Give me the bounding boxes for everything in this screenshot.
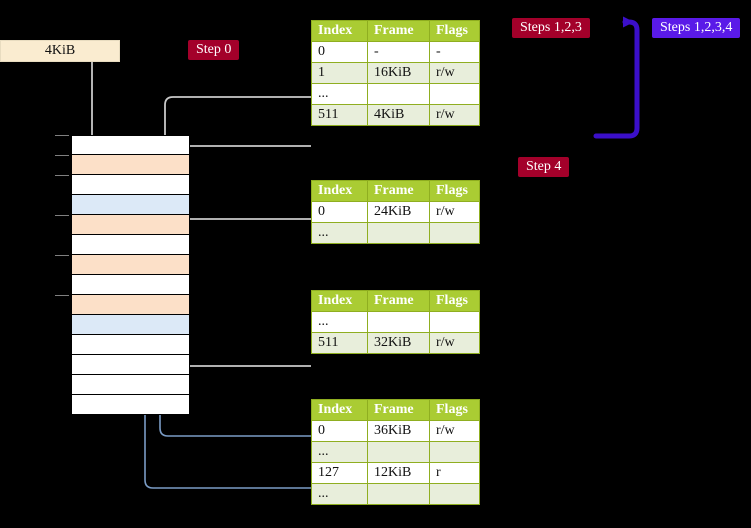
memory-frame-row: [71, 255, 190, 275]
column-header-flags: Flags: [429, 290, 480, 312]
cell-frame: 32KiB: [367, 332, 430, 354]
cell-frame: -: [367, 41, 430, 63]
table-row: 0--: [311, 41, 480, 63]
memory-frame-row: [71, 355, 190, 375]
physical-memory-column: [55, 135, 190, 415]
cell-frame: 12KiB: [367, 462, 430, 484]
table-row: ...: [311, 483, 480, 505]
table-row: ...: [311, 311, 480, 333]
cell-flags: r/w: [429, 201, 480, 223]
column-header-frame: Frame: [367, 399, 430, 421]
wire-t1row0-to-memory: [175, 218, 311, 255]
label-step-4: Step 4: [518, 157, 570, 177]
page-size-box: 4KiB: [0, 40, 120, 62]
label-steps-1-2-3-4: Steps 1,2,3,4: [652, 18, 741, 38]
column-header-index: Index: [311, 290, 368, 312]
cell-index: ...: [311, 83, 368, 105]
cell-index: 1: [311, 62, 368, 84]
column-header-flags: Flags: [429, 399, 480, 421]
cell-index: 0: [311, 201, 368, 223]
memory-frame-row: [71, 335, 190, 355]
table-row: ...: [311, 441, 480, 463]
memory-frame-row: [71, 235, 190, 255]
cell-index: 0: [311, 420, 368, 442]
column-header-index: Index: [311, 180, 368, 202]
memory-frame-row: [71, 155, 190, 175]
cell-flags: [429, 222, 480, 244]
memory-tick-mark: [55, 155, 69, 156]
memory-tick-mark: [55, 135, 69, 136]
memory-frame-row: [71, 195, 190, 215]
memory-frame-row: [71, 275, 190, 295]
cell-flags: r/w: [429, 332, 480, 354]
memory-frame-row: [71, 175, 190, 195]
cell-index: ...: [311, 483, 368, 505]
cell-frame: 24KiB: [367, 201, 430, 223]
label-steps-1-2-3: Steps 1,2,3: [512, 18, 590, 38]
column-header-frame: Frame: [367, 180, 430, 202]
column-header-index: Index: [311, 399, 368, 421]
purple-loop-arrow: [593, 16, 640, 139]
cell-index: 511: [311, 104, 368, 126]
memory-frame-row: [71, 295, 190, 315]
cell-frame: [367, 222, 430, 244]
label-step-0: Step 0: [188, 40, 240, 60]
memory-frame-row: [71, 375, 190, 395]
column-header-frame: Frame: [367, 20, 430, 42]
column-header-flags: Flags: [429, 180, 480, 202]
cell-frame: 16KiB: [367, 62, 430, 84]
cell-flags: r/w: [429, 104, 480, 126]
cell-flags: [429, 83, 480, 105]
memory-tick-mark: [55, 215, 69, 216]
cell-frame: [367, 311, 430, 333]
memory-frame-row: [71, 315, 190, 335]
cell-frame: [367, 483, 430, 505]
column-header-flags: Flags: [429, 20, 480, 42]
cell-flags: r: [429, 462, 480, 484]
cell-index: ...: [311, 311, 368, 333]
cell-index: ...: [311, 222, 368, 244]
cell-index: ...: [311, 441, 368, 463]
table-row: ...: [311, 83, 480, 105]
memory-tick-mark: [55, 295, 69, 296]
memory-frame-row: [71, 135, 190, 155]
cell-flags: [429, 483, 480, 505]
wire-t0row511-to-memory: [178, 145, 311, 158]
cell-frame: 36KiB: [367, 420, 430, 442]
cell-index: 511: [311, 332, 368, 354]
memory-tick-mark: [55, 175, 69, 176]
memory-frame-row: [71, 215, 190, 235]
cell-index: 0: [311, 41, 368, 63]
cell-index: 127: [311, 462, 368, 484]
cell-flags: [429, 441, 480, 463]
table-row: ...: [311, 222, 480, 244]
cell-flags: -: [429, 41, 480, 63]
cell-flags: r/w: [429, 62, 480, 84]
cell-frame: [367, 441, 430, 463]
memory-frame-row: [71, 395, 190, 415]
cell-flags: r/w: [429, 420, 480, 442]
memory-tick-mark: [55, 255, 69, 256]
cell-frame: [367, 83, 430, 105]
wire-memory-to-t2row511: [178, 322, 311, 367]
cell-flags: [429, 311, 480, 333]
column-header-index: Index: [311, 20, 368, 42]
column-header-frame: Frame: [367, 290, 430, 312]
cell-frame: 4KiB: [367, 104, 430, 126]
